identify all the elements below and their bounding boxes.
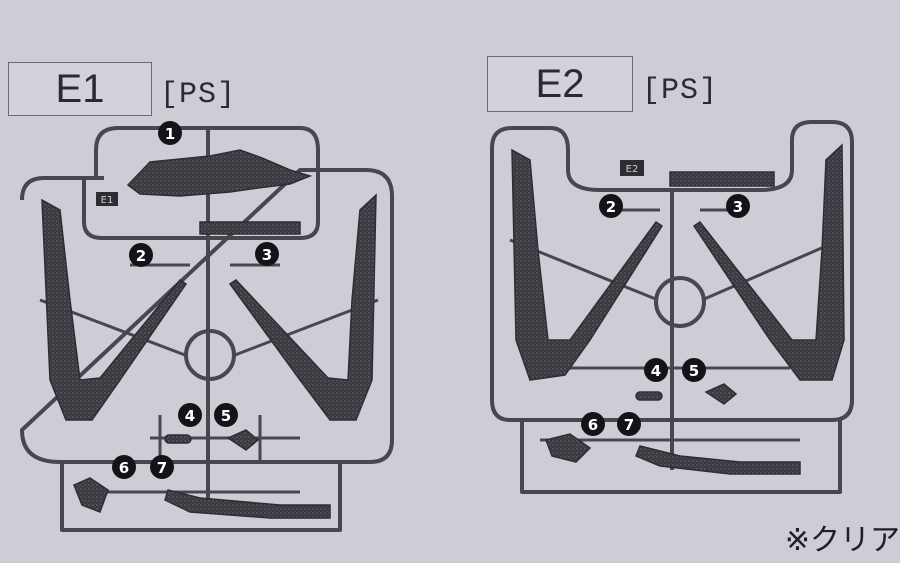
e1-number-1: 1 (158, 121, 182, 145)
svg-text:3: 3 (262, 246, 272, 264)
e2-outer-frame (490, 120, 854, 422)
e2-bottom-frame (520, 420, 842, 494)
e2-part-numbers: 2 3 4 5 6 7 (581, 194, 750, 436)
svg-text:3: 3 (733, 198, 743, 216)
e2-center-ring (654, 276, 706, 328)
svg-text:4: 4 (185, 407, 195, 425)
runner-code-e2: E2 (535, 61, 585, 106)
e1-part-numbers: 1 2 3 4 5 6 7 (112, 121, 279, 479)
e2-left-wing (511, 148, 664, 381)
svg-text:5: 5 (689, 362, 699, 380)
e2-part-bar (669, 171, 775, 187)
e2-number-2: 2 (599, 194, 623, 218)
runner-e2 (490, 120, 854, 494)
e1-left-wing (41, 198, 188, 421)
e2-part-6 (545, 433, 592, 463)
runner-e1 (20, 126, 394, 532)
svg-text:6: 6 (119, 459, 129, 477)
svg-text:2: 2 (606, 198, 616, 216)
e1-parts (41, 149, 377, 519)
e2-right-wing (692, 143, 845, 381)
e2-number-6: 6 (581, 412, 605, 436)
e1-number-3: 3 (255, 242, 279, 266)
runner-label-e2: E2 (487, 56, 633, 112)
e1-top-loop (82, 126, 320, 240)
svg-text:4: 4 (651, 362, 661, 380)
e1-number-5: 5 (214, 403, 238, 427)
e1-center-ring (184, 329, 236, 381)
clear-parts-note: ※クリア (784, 523, 900, 558)
e1-right-wing (228, 193, 377, 421)
e1-outer-frame (20, 168, 394, 464)
e1-bottom-frame (60, 462, 342, 532)
e2-part-7 (635, 445, 801, 475)
svg-text:5: 5 (221, 407, 231, 425)
svg-text:E2: E2 (626, 164, 639, 175)
e1-tag: E1 (96, 192, 118, 206)
e2-number-4: 4 (644, 358, 668, 382)
e1-part-top (126, 149, 313, 197)
e2-number-3: 3 (726, 194, 750, 218)
svg-text:E1: E1 (101, 195, 114, 206)
e1-part-7 (164, 489, 331, 519)
e2-number-7: 7 (617, 412, 641, 436)
runner-label-e1: E1 (8, 62, 152, 116)
e1-number-4: 4 (178, 403, 202, 427)
svg-text:1: 1 (165, 125, 175, 143)
svg-text:2: 2 (136, 247, 146, 265)
e1-number-7: 7 (150, 455, 174, 479)
e2-parts (511, 143, 845, 475)
svg-text:6: 6 (588, 416, 598, 434)
e1-number-6: 6 (112, 455, 136, 479)
e1-number-2: 2 (129, 243, 153, 267)
svg-text:7: 7 (624, 416, 634, 434)
runner-code-e1: E1 (55, 66, 105, 111)
e2-tag: E2 (620, 160, 644, 176)
material-e2: [PS] (642, 74, 719, 108)
svg-text:7: 7 (157, 459, 167, 477)
material-e1: [PS] (160, 78, 237, 112)
e2-number-5: 5 (682, 358, 706, 382)
e1-part-bar (199, 221, 301, 235)
e1-part-6 (73, 477, 109, 513)
